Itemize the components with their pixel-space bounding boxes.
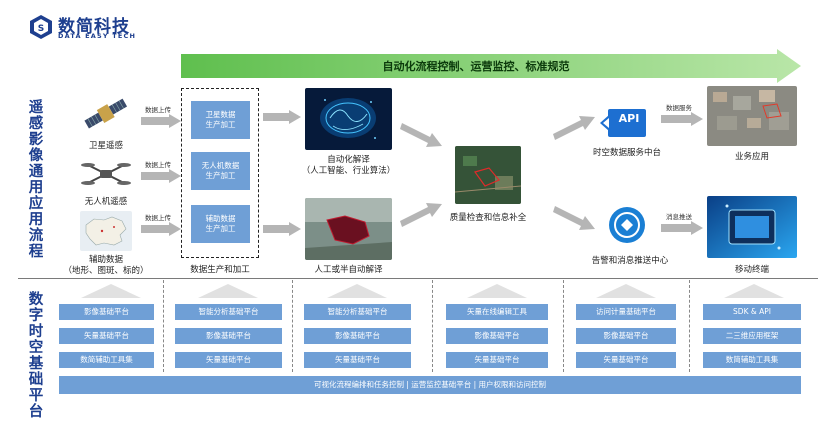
column-divider-1: [163, 280, 164, 372]
upload-arrow-1: [141, 114, 181, 128]
platform-col1-item1: 影像基础平台: [59, 304, 154, 320]
side-title-process: 遥感影像通用应用流程: [27, 100, 45, 260]
alert-center-label: 告警和消息推送中心: [582, 254, 678, 266]
column-divider-3: [432, 280, 433, 372]
banner-text: 自动化流程控制、运营监控、标准规范: [181, 58, 771, 74]
arrow-quality-to-api: [553, 113, 597, 143]
company-logo-icon: S: [28, 14, 54, 40]
process-box-auxiliary: 辅助数据 生产加工: [191, 205, 250, 243]
arrow-to-mobile: [661, 221, 703, 235]
platform-col3-item3: 矢量基础平台: [304, 352, 411, 368]
platform-col4-item1: 矢量在线编辑工具: [446, 304, 548, 320]
platform-col3-item2: 影像基础平台: [304, 328, 411, 344]
up-arrow-col-6: [724, 284, 784, 298]
api-icon-text: API: [612, 112, 646, 125]
platform-col6-item1: SDK & API: [703, 304, 801, 320]
platform-col1-item2: 矢量基础平台: [59, 328, 154, 344]
platform-col2-item3: 矢量基础平台: [175, 352, 282, 368]
arrow-manual-to-quality: [400, 200, 444, 230]
source-sublabel-auxiliary: （地形、图斑、标的）: [60, 264, 152, 276]
mobile-terminal-label: 移动终端: [707, 263, 797, 275]
platform-col4-item3: 矢量基础平台: [446, 352, 548, 368]
arrow-label-message-push: 消息推送: [666, 211, 692, 221]
column-divider-5: [689, 280, 690, 372]
ai-brain-image: [305, 88, 392, 150]
column-divider-4: [563, 280, 564, 372]
platform-col5-item1: 访问计量基础平台: [576, 304, 676, 320]
arrow-label-upload-1: 数据上传: [145, 104, 171, 114]
mobile-terminal-image: [707, 196, 797, 258]
platform-col1-item3: 数简辅助工具集: [59, 352, 154, 368]
api-service-label: 时空数据服务中台: [582, 146, 672, 158]
process-box-satellite: 卫星数据 生产加工: [191, 101, 250, 139]
arrow-label-upload-3: 数据上传: [145, 212, 171, 222]
up-arrow-col-1: [81, 284, 141, 298]
platform-col3-item1: 智能分析基础平台: [304, 304, 411, 320]
svg-text:S: S: [38, 24, 44, 34]
platform-col5-item3: 矢量基础平台: [576, 352, 676, 368]
platform-col4-item2: 影像基础平台: [446, 328, 548, 344]
drone-image: [80, 157, 132, 191]
up-arrow-col-5: [596, 284, 656, 298]
quality-label: 质量检查和信息补全: [441, 211, 535, 223]
base-platform-bar: 可视化流程编排和任务控制 | 运营监控基础平台 | 用户权限和访问控制: [59, 376, 801, 394]
satellite-image: [80, 92, 132, 136]
arrow-quality-to-alert: [553, 203, 597, 233]
column-divider-2: [292, 280, 293, 372]
business-app-label: 业务应用: [707, 150, 797, 162]
platform-col2-item2: 影像基础平台: [175, 328, 282, 344]
upload-arrow-3: [141, 222, 181, 236]
source-label-drone: 无人机遥感: [76, 195, 136, 207]
quality-check-image: [455, 146, 521, 204]
business-app-image: [707, 86, 797, 146]
up-arrow-col-2: [198, 284, 258, 298]
arrow-label-upload-2: 数据上传: [145, 159, 171, 169]
platform-col6-item2: 二三维应用框架: [703, 328, 801, 344]
upload-arrow-2: [141, 169, 181, 183]
manual-interp-label: 人工或半自动解译: [300, 263, 397, 275]
platform-col2-item1: 智能分析基础平台: [175, 304, 282, 320]
arrow-auto-to-quality: [400, 120, 444, 150]
auxiliary-map-image: [80, 211, 132, 251]
manual-interp-image: [305, 198, 392, 260]
process-box-drone: 无人机数据 生产加工: [191, 152, 250, 190]
up-arrow-col-3: [327, 284, 387, 298]
platform-col5-item2: 影像基础平台: [576, 328, 676, 344]
arrow-to-manual-interp: [263, 222, 301, 236]
company-tagline: DATA EASY TECH: [58, 32, 136, 40]
source-label-satellite: 卫星遥感: [76, 139, 136, 151]
platform-col6-item3: 数简辅助工具集: [703, 352, 801, 368]
section-divider: [18, 278, 818, 279]
up-arrow-col-4: [467, 284, 527, 298]
arrow-to-auto-interp: [263, 110, 301, 124]
production-caption: 数据生产和加工: [175, 263, 265, 275]
side-title-platform: 数字时空基础平台: [27, 292, 45, 420]
auto-interp-sublabel: （人工智能、行业算法）: [290, 164, 407, 176]
arrow-label-data-service: 数据服务: [666, 102, 692, 112]
arrow-to-business: [661, 112, 703, 126]
alert-push-icon: [607, 205, 647, 245]
